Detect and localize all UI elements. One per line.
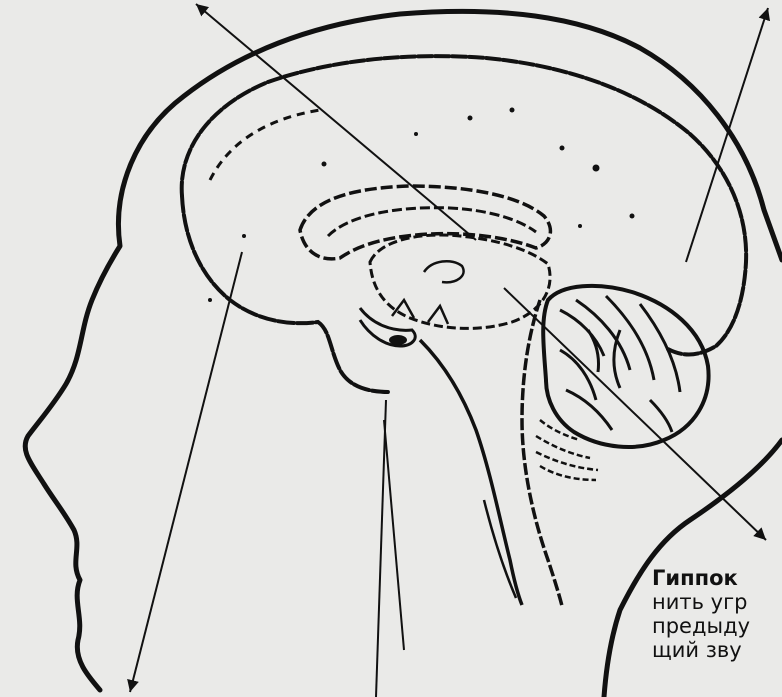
brainstem-front — [420, 340, 522, 605]
caption-line-3: щий зву — [652, 638, 782, 662]
arrow-hippocampus-diagonal — [504, 288, 766, 540]
caption-line-1: нить угр — [652, 590, 782, 614]
caption-line-2: предыду — [652, 614, 782, 638]
thalamus-region — [370, 235, 550, 328]
pointer-line-pituitary — [384, 420, 404, 650]
corpus-callosum-inner — [328, 208, 536, 236]
caption-title: Гиппок — [652, 566, 782, 590]
arrow-frontal-up — [196, 4, 476, 240]
pointer-line-hypothalamus — [376, 400, 386, 697]
arrow-cortex-down — [130, 252, 242, 692]
cerebellum-outline — [543, 286, 708, 447]
frontal-lobe-inner — [210, 110, 320, 180]
cerebellum-folia — [560, 296, 680, 432]
speckle-dots — [208, 108, 635, 303]
thalamus-swirl — [424, 261, 464, 282]
arrow-parietal-up — [686, 8, 768, 262]
cerebrum-outline — [182, 56, 746, 354]
pituitary-gland — [389, 335, 407, 345]
hippocampus-caption: Гиппок нить угр предыду щий зву — [652, 566, 782, 662]
